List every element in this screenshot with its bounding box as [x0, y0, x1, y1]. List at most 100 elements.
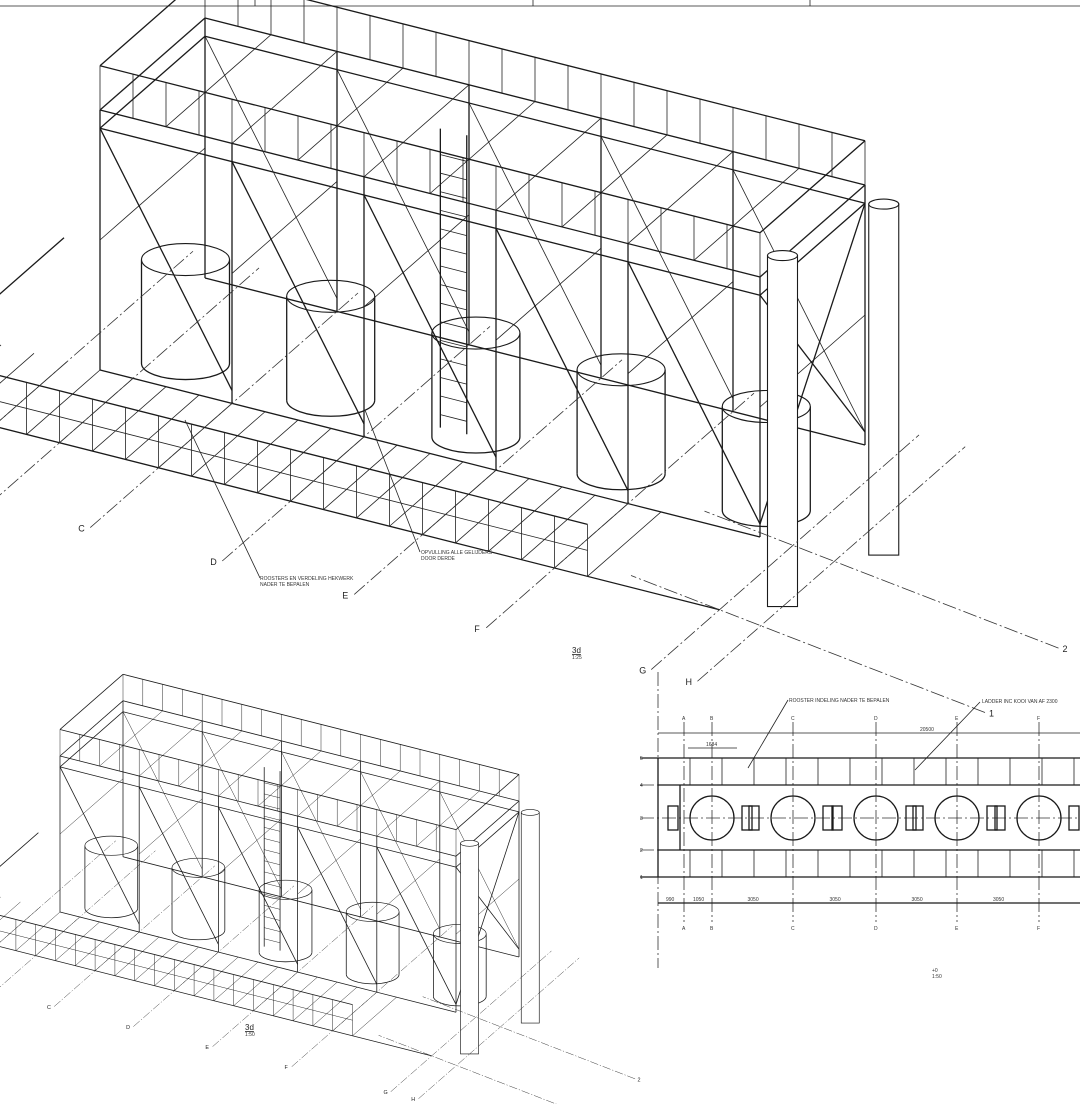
plan-support: [994, 805, 1006, 831]
deck-grating: [231, 51, 338, 144]
structure-geometry: ABCDEFGH12: [0, 0, 1068, 719]
main-view-title: 3d: [572, 646, 581, 655]
silo: [140, 242, 231, 381]
deck-grating: [495, 117, 602, 211]
silo-body: [286, 296, 375, 401]
silo-bottom: [576, 473, 666, 491]
plan-silo: [1016, 795, 1062, 841]
ladder-rung: [440, 358, 467, 366]
plan-col-label-top: F: [1037, 716, 1040, 722]
vertical-pipe: [766, 250, 799, 608]
silo: [576, 353, 666, 491]
plan-col-label-bottom: A: [682, 926, 686, 932]
railing-top: [305, 0, 866, 142]
plan-support: [912, 805, 924, 831]
plan-col-label-bottom: C: [791, 926, 795, 932]
pipe-body: [766, 255, 799, 608]
diagonal-brace: [204, 36, 338, 299]
plan-support: [748, 805, 760, 831]
plan-row-label: 4: [640, 783, 643, 789]
ladder-rung: [440, 321, 467, 329]
diagonal-brace: [495, 228, 629, 491]
isometric-view-main: ABCDEFGH12: [0, 0, 1068, 719]
walkway-joist: [0, 352, 35, 384]
plan-leader: [914, 701, 981, 771]
silo-top: [140, 242, 231, 277]
title-block-border: [0, 0, 1080, 7]
plan-view-scale: 1:50: [932, 974, 942, 980]
silo-bottom: [286, 400, 376, 417]
cross-beam: [363, 214, 470, 308]
plan-support: [741, 805, 753, 831]
diagonal-brace: [336, 69, 470, 332]
plan-col-label-top: D: [874, 716, 878, 722]
grid-line-F: [485, 392, 755, 629]
plan-bottom-dim: 3050: [748, 897, 759, 903]
grid-line-C: [89, 292, 359, 528]
pipe-body: [868, 203, 900, 556]
walkway-rail: [0, 375, 588, 525]
grid-line-1: [630, 575, 986, 713]
small-view-title: 3d: [245, 1023, 254, 1032]
plan-silo: [689, 795, 735, 841]
plan-col-label-bottom: E: [955, 926, 959, 932]
plan-silo: [934, 795, 980, 841]
silo-bottom: [140, 363, 231, 381]
walkway-joist: [92, 386, 167, 452]
silo: [286, 279, 376, 417]
walkway-joist: [389, 461, 464, 527]
deck-beam: [99, 127, 761, 296]
diagonal-brace: [732, 169, 866, 433]
diagonal-brace: [231, 161, 365, 425]
grid-line-A: [0, 250, 194, 421]
note-gratings-line1: ROOSTERS EN VERDELING HEKWERK: [260, 576, 354, 582]
plan-bottom-dim: 3050: [993, 897, 1004, 903]
silo-bottom: [431, 436, 521, 454]
walkway-joist: [323, 444, 398, 510]
deck-beam: [99, 35, 206, 129]
deck-grating: [693, 167, 800, 261]
railing-top: [99, 65, 761, 234]
ladder-rung: [440, 339, 467, 348]
ladder-rung: [440, 191, 467, 199]
walkway-joist: [0, 344, 2, 347]
main-annotations: ROOSTERS EN VERDELING HEKWERK NADER TE B…: [184, 409, 582, 661]
deck-grating: [363, 84, 470, 178]
pipe-top: [868, 198, 900, 210]
grid-label-C: C: [78, 524, 85, 534]
walkway-joist: [191, 411, 266, 477]
deck-grating: [165, 34, 272, 128]
walkway-rail: [0, 237, 65, 295]
deck-grating: [99, 17, 206, 111]
plan-note-ladder: LADDER INC KOOI VAN AF 2300: [982, 699, 1058, 705]
ladder-rung: [440, 284, 467, 292]
plan-support: [905, 805, 917, 831]
plan-bottom-dim: 990: [666, 897, 675, 903]
diagonal-brace: [99, 127, 233, 391]
grid-line-H: [697, 446, 966, 682]
plan-row-label: 2: [640, 848, 643, 854]
plan-row-label: 1: [640, 875, 643, 881]
ladder-rung: [440, 395, 467, 404]
walkway-joist: [356, 453, 431, 519]
isometric-view-small: 3d 1:50: [0, 673, 641, 1104]
cross-beam: [495, 247, 602, 341]
plan-col-label-top: E: [955, 716, 959, 722]
note-gratings-line2: NADER TE BEPALEN: [260, 582, 310, 588]
plan-row-label: 3: [640, 816, 643, 822]
ladder-rung: [440, 172, 467, 181]
grid-label-G: G: [639, 666, 646, 676]
plan-offset-dim: 1684: [706, 742, 717, 748]
plan-support: [822, 805, 834, 831]
plan-col-label-top: C: [791, 716, 795, 722]
ladder-rung: [440, 302, 467, 311]
plan-note-grating: ROOSTER INDELING NADER TE BEPALEN: [789, 698, 890, 704]
diagonal-brace: [468, 102, 602, 366]
plan-overall-dim: 20500: [920, 727, 934, 733]
plan-row-label: 5: [640, 756, 643, 762]
pipe-top: [766, 250, 799, 262]
deck-grating: [429, 101, 536, 194]
plan-col-label-top: B: [710, 716, 714, 722]
walkway-joist: [125, 394, 200, 460]
